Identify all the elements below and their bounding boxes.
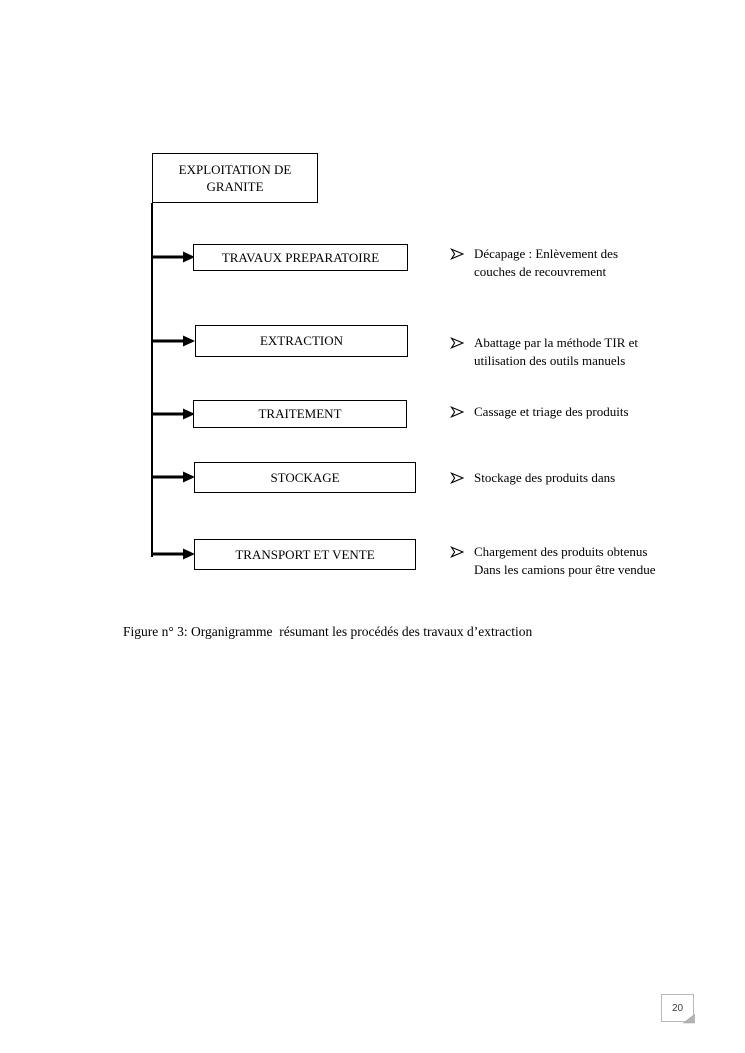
arrowhead-bullet-icon: [450, 546, 464, 558]
step-note-row: Chargement des produits obtenus Dans les…: [450, 543, 656, 579]
flowchart-root-label: EXPLOITATION DE GRANITE: [178, 162, 292, 194]
flowchart-step-label: EXTRACTION: [259, 333, 344, 348]
flowchart-step-box-travaux-preparatoire: TRAVAUX PREPARATOIRE: [193, 244, 408, 271]
step-note-row: Abattage par la méthode TIR et utilisati…: [450, 334, 638, 370]
step-note-row: Cassage et triage des produits: [450, 403, 629, 421]
flowchart-step-box-traitement: TRAITEMENT: [193, 400, 407, 428]
flowchart-step-label: TRAITEMENT: [258, 406, 342, 421]
flowchart-step-label: STOCKAGE: [270, 469, 340, 485]
flowchart-step-box-extraction: EXTRACTION: [195, 325, 408, 357]
flowchart-step-label: TRAVAUX PREPARATOIRE: [221, 249, 380, 265]
flowchart-step-box-stockage: STOCKAGE: [194, 462, 416, 493]
flowchart-step-label: TRANSPORT ET VENTE: [235, 546, 375, 562]
arrow-right-icon: [151, 548, 195, 560]
step-note-text: Cassage et triage des produits: [474, 404, 629, 419]
flowchart-connector-line: [151, 203, 153, 557]
step-note-text: Stockage des produits dans: [474, 470, 616, 485]
step-note-row: Stockage des produits dans: [450, 469, 615, 487]
arrow-right-icon: [151, 251, 195, 263]
figure-caption: Figure n° 3: Organigramme résumant les p…: [123, 624, 533, 639]
flowchart-step-box-transport-et-vente: TRANSPORT ET VENTE: [194, 539, 416, 570]
page-curl-icon: [681, 1013, 696, 1024]
step-note-text: Abattage par la méthode TIR et utilisati…: [474, 335, 639, 368]
step-note-text: Décapage : Enlèvement des couches de rec…: [474, 246, 619, 279]
flowchart-root-box: EXPLOITATION DE GRANITE: [152, 153, 318, 203]
arrowhead-bullet-icon: [450, 472, 464, 484]
arrowhead-bullet-icon: [450, 406, 464, 418]
arrowhead-bullet-icon: [450, 337, 464, 349]
arrow-right-icon: [151, 408, 195, 420]
arrow-right-icon: [151, 471, 195, 483]
step-note-text: Chargement des produits obtenus Dans les…: [474, 544, 656, 577]
arrow-right-icon: [151, 335, 195, 347]
arrowhead-bullet-icon: [450, 248, 464, 260]
step-note-row: Décapage : Enlèvement des couches de rec…: [450, 245, 618, 281]
page-number-badge: 20: [661, 994, 696, 1024]
page-number: 20: [671, 1002, 684, 1014]
